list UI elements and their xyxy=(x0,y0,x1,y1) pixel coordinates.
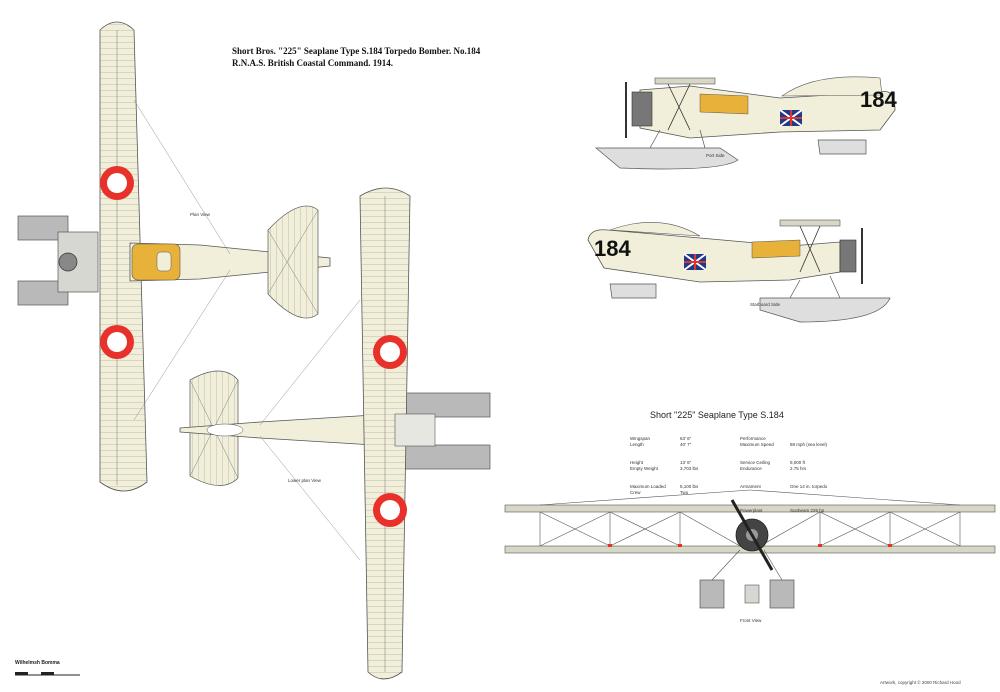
front-upper-wing xyxy=(504,504,996,513)
port-side-drawing xyxy=(595,76,896,170)
title-line-1: Short Bros. "225" Seaplane Type S.184 To… xyxy=(232,46,481,56)
front-float-right xyxy=(769,579,795,609)
lower-plan-view-drawing xyxy=(179,187,491,680)
plan-wing xyxy=(99,21,148,492)
front-view-drawing xyxy=(504,489,996,609)
scale-bar xyxy=(15,672,80,676)
starboard-float-tail xyxy=(609,283,657,299)
starboard-serial-number: 184 xyxy=(594,236,631,261)
starboard-side-label: Starboard Side xyxy=(750,302,781,307)
plan-propeller-hub xyxy=(58,252,78,272)
plan-view-drawing xyxy=(17,21,331,492)
specs-title: Short "225" Seaplane Type S.184 xyxy=(650,410,784,420)
port-float-tail xyxy=(817,139,867,155)
front-propeller xyxy=(730,499,774,571)
front-view-label: Front View xyxy=(740,618,762,623)
artwork-credit: Artwork, copyright © 2000 Richard Hood xyxy=(880,680,961,685)
front-float-left xyxy=(699,579,725,609)
lower-plan-view-label: Lower plan View xyxy=(288,478,321,483)
port-side-label: Port Side xyxy=(706,153,725,158)
sheet-title: Short Bros. "225" Seaplane Type S.184 To… xyxy=(232,45,480,69)
starboard-float-main xyxy=(759,297,891,323)
starboard-side-drawing xyxy=(587,219,891,323)
title-line-2: R.N.A.S. British Coastal Command. 1914. xyxy=(232,58,394,68)
scale-label: Wilhelmsh Bomma xyxy=(15,660,60,666)
port-float-main xyxy=(595,147,739,170)
starboard-fuselage xyxy=(587,229,841,283)
plan-view-label: Plan View xyxy=(190,212,210,217)
plan-cockpit xyxy=(131,243,181,281)
port-serial-number: 184 xyxy=(860,87,897,112)
